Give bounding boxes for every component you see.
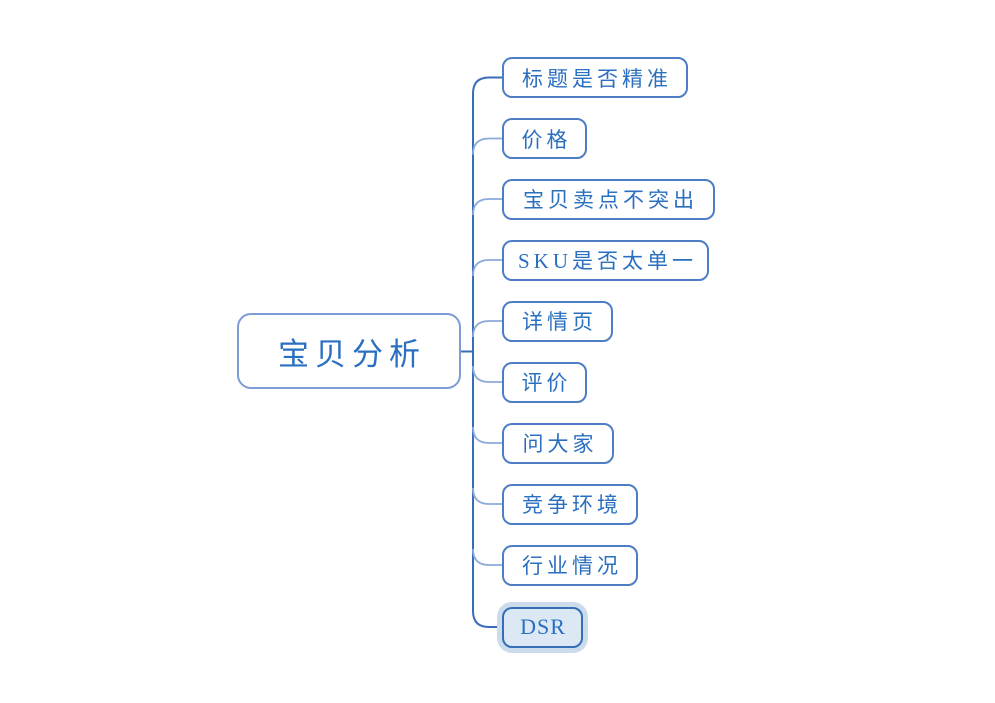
- root-node-label: 宝贝分析: [278, 336, 426, 372]
- child-node-industry[interactable]: 行业情况: [502, 544, 638, 586]
- child-node-label: 行业情况: [522, 554, 622, 578]
- child-node-sku[interactable]: SKU是否太单一: [502, 239, 709, 281]
- child-node-ask-everyone[interactable]: 问大家: [502, 422, 614, 464]
- child-node-label: 宝贝卖点不突出: [523, 188, 698, 212]
- child-node-label: SKU是否太单一: [517, 249, 697, 273]
- branch-line: [472, 426, 502, 444]
- branch-line: [472, 198, 502, 216]
- branch-line: [472, 365, 502, 383]
- branch-line: [472, 487, 502, 505]
- child-node-label: 评价: [521, 371, 572, 395]
- child-node-dsr-selected[interactable]: DSR: [502, 606, 583, 648]
- child-node-price[interactable]: 价格: [502, 118, 587, 159]
- root-node-product-analysis[interactable]: 宝贝分析: [237, 313, 461, 389]
- child-node-label: 竞争环境: [522, 493, 622, 517]
- child-node-detail-page[interactable]: 详情页: [502, 300, 613, 342]
- child-node-reviews[interactable]: 评价: [502, 361, 587, 403]
- branch-line: [472, 320, 502, 338]
- child-node-title-precision[interactable]: 标题是否精准: [502, 57, 688, 98]
- child-node-label: 详情页: [522, 310, 597, 334]
- branch-line: [472, 137, 502, 155]
- child-node-label: 价格: [521, 127, 572, 152]
- child-node-label: 标题是否精准: [522, 66, 672, 91]
- child-node-label: DSR: [520, 614, 566, 639]
- trunk-line: [472, 76, 502, 628]
- child-node-competition[interactable]: 竞争环境: [502, 483, 638, 525]
- branch-line: [472, 259, 502, 277]
- child-node-selling-points[interactable]: 宝贝卖点不突出: [502, 178, 715, 220]
- branch-line: [472, 548, 502, 566]
- child-node-label: 问大家: [522, 432, 598, 456]
